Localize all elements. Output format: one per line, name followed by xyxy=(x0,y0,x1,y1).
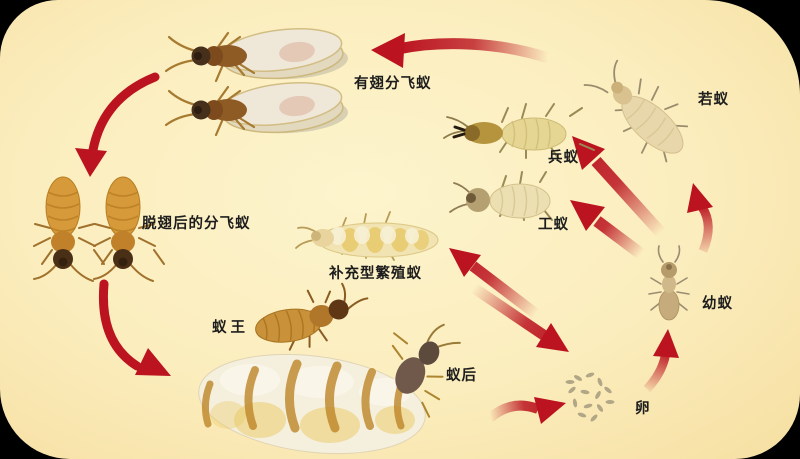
label-nymph: 若蚁 xyxy=(698,92,729,108)
nymph-termite-image xyxy=(583,59,689,163)
label-soldier: 兵蚁 xyxy=(548,150,579,166)
label-king: 蚁王 xyxy=(212,320,249,336)
label-queen: 蚁后 xyxy=(446,368,477,384)
arrow-dealate-to-royal-pair xyxy=(98,279,171,376)
arrow-larva-to-nymph xyxy=(687,183,713,253)
arrow-alate-to-dealate xyxy=(75,72,160,177)
label-supplementary: 补充型繁殖蚁 xyxy=(329,266,422,282)
arrow-eggs-to-larva xyxy=(643,329,679,393)
alate-termite-pair-image xyxy=(164,21,350,138)
label-alate: 有翅分飞蚁 xyxy=(354,76,432,92)
arrow-eggs-to-supplementary xyxy=(449,248,540,319)
label-dealate: 脱翅后的分飞蚁 xyxy=(142,216,251,232)
arrow-queen-to-eggs xyxy=(486,397,566,424)
larva-termite-image xyxy=(648,245,690,321)
supplementary-reproductive-image xyxy=(295,211,439,261)
arrow-larva-to-worker xyxy=(570,200,645,259)
label-larva: 幼蚁 xyxy=(702,296,733,312)
soldier-termite-image xyxy=(443,103,595,159)
label-worker: 工蚁 xyxy=(538,217,569,233)
arrow-nymph-to-alate xyxy=(371,33,550,68)
worker-termite-image xyxy=(449,171,553,221)
eggs-image xyxy=(565,372,615,422)
queen-termite-image xyxy=(198,323,461,455)
arrow-supplementary-to-eggs xyxy=(470,283,569,352)
label-eggs: 卵 xyxy=(635,401,651,417)
king-termite-image xyxy=(255,282,369,351)
